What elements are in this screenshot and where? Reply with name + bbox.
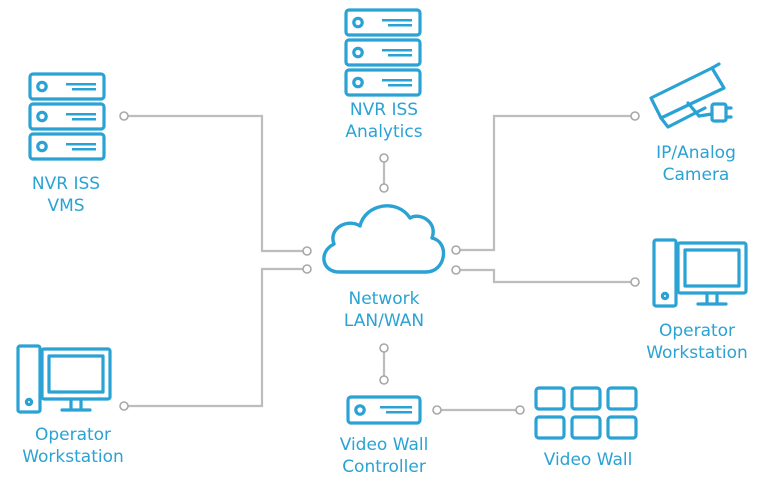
label-network: Network LAN/WAN — [343, 289, 425, 331]
connector-node — [451, 265, 461, 275]
controller-unit-icon — [346, 395, 422, 425]
connector-nvr-vms — [124, 114, 307, 253]
connector-workstation-right — [456, 268, 635, 284]
server-rack-icon — [28, 72, 106, 161]
label-nvr-vms: NVR ISS VMS — [31, 174, 101, 216]
connector-node — [119, 111, 129, 121]
connector-node — [379, 153, 389, 163]
desktop-computer-icon — [652, 238, 748, 308]
label-video-wall: Video Wall — [543, 450, 633, 470]
connector-node — [379, 375, 389, 385]
connector-node — [515, 405, 525, 415]
security-camera-icon — [649, 62, 733, 129]
connector-workstation-left — [124, 267, 307, 408]
label-workstation-left: Operator Workstation — [22, 425, 124, 467]
desktop-computer-icon — [16, 344, 112, 414]
connector-node — [119, 401, 129, 411]
connector-node — [630, 277, 640, 287]
label-nvr-analytics: NVR ISS Analytics — [345, 100, 423, 142]
connector-node — [451, 245, 461, 255]
connector-node — [379, 343, 389, 353]
connector-camera — [456, 114, 635, 252]
label-video-wall-controller: Video Wall Controller — [339, 435, 429, 477]
label-workstation-right: Operator Workstation — [646, 321, 748, 363]
connector-node — [432, 405, 442, 415]
cloud-icon — [322, 204, 446, 274]
connector-node — [630, 111, 640, 121]
connector-node — [302, 264, 312, 274]
connector-node — [302, 246, 312, 256]
server-rack-icon — [344, 8, 422, 97]
video-wall-grid-icon — [534, 386, 638, 440]
connector-node — [379, 183, 389, 193]
label-camera: IP/Analog Camera — [656, 143, 736, 185]
connector-nodes — [119, 111, 640, 415]
connectors — [124, 114, 635, 412]
